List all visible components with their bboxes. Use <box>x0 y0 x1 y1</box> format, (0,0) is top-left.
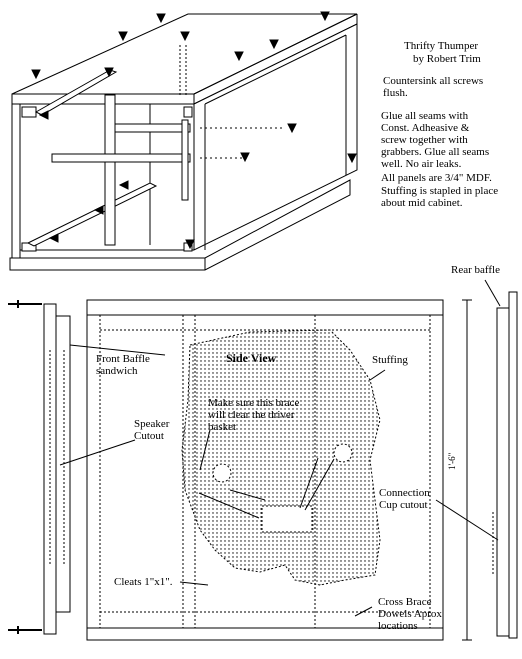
isometric-cabinet <box>9 11 358 271</box>
title: Thrifty Thumper <box>404 40 479 52</box>
note-stuffing: Stuffing is stapled in place about mid c… <box>381 185 499 209</box>
label-dimension: 1'-6" <box>447 452 457 470</box>
rear-baffle <box>496 307 510 637</box>
label-rear-baffle: Rear baffle <box>451 264 500 276</box>
cabinet-outline <box>86 299 444 641</box>
front-baffle <box>43 303 57 635</box>
label-brace-note: Make sure this brace will clear the driv… <box>208 397 300 433</box>
note-countersink: Countersink all screws flush. <box>383 75 484 99</box>
label-cleats: Cleats 1"x1". <box>114 576 173 588</box>
label-cross-brace: Cross Brace Dowels Aprox locations <box>378 596 442 632</box>
side-view-title: Side View <box>226 351 277 365</box>
note-glue: Glue all seams with Const. Adheasive & s… <box>381 110 490 170</box>
label-stuffing: Stuffing <box>372 354 408 366</box>
side-view <box>8 279 518 641</box>
label-connection-cup: Connection Cup cutout <box>379 487 430 511</box>
label-front-baffle: Front Baffle sandwich <box>96 353 150 377</box>
note-panels: All panels are 3/4" MDF. <box>381 172 492 184</box>
stuffing-area <box>181 329 381 586</box>
screw-icons <box>31 11 357 250</box>
label-speaker-cutout: Speaker Cutout <box>134 418 170 442</box>
author: by Robert Trim <box>413 53 481 65</box>
